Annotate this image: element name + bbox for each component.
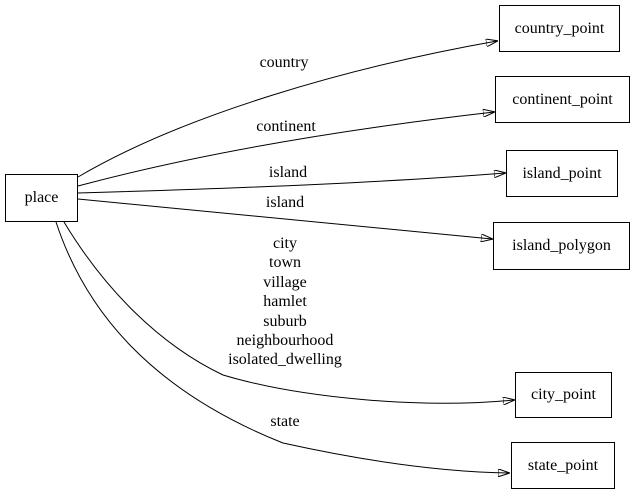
edge-label-line: hamlet (263, 293, 307, 311)
edge-label-line: suburb (263, 312, 307, 330)
edge-label-line: city (272, 235, 297, 252)
node-label: country_point (514, 19, 605, 37)
edge-label-place-to-state_point: state (270, 412, 299, 431)
edge-label-line: country (259, 54, 309, 71)
node-label: continent_point (512, 90, 613, 108)
edge-label-line: isolated_dwelling (228, 351, 342, 369)
node-label: city_point (531, 386, 596, 403)
node-label: island_polygon (512, 237, 611, 254)
node-place: place (5, 174, 78, 222)
node-label: state_point (527, 456, 599, 474)
node-state_point: state_point (511, 442, 615, 489)
edge-place-to-country_point (77, 41, 497, 178)
edge-label-line: continent (256, 118, 316, 135)
node-island_point: island_point (506, 150, 618, 197)
edge-label-place-to-island_point: island (269, 163, 307, 182)
node-country_point: country_point (499, 5, 620, 52)
edge-label-line: island (265, 194, 305, 211)
edge-label-place-to-country_point: country (260, 53, 309, 72)
edge-place-to-continent_point (77, 112, 494, 187)
node-island_polygon: island_polygon (493, 222, 630, 270)
edge-place-to-city_point (63, 221, 514, 403)
edge-label-line: town (268, 254, 301, 272)
edge-label-place-to-island_polygon: island (266, 193, 304, 212)
node-label: island_point (522, 164, 602, 182)
edge-label-line: neighbourhood (236, 332, 334, 350)
edge-label-line: village (263, 273, 307, 291)
edge-label-line: island (268, 164, 308, 181)
edge-place-to-island_point (77, 173, 505, 194)
edge-label-line: state (270, 413, 300, 430)
edge-label-place-to-continent_point: continent (256, 117, 316, 136)
node-city_point: city_point (515, 372, 612, 418)
node-label: place (24, 189, 59, 206)
node-continent_point: continent_point (495, 76, 630, 123)
edge-place-to-state_point (55, 221, 509, 473)
